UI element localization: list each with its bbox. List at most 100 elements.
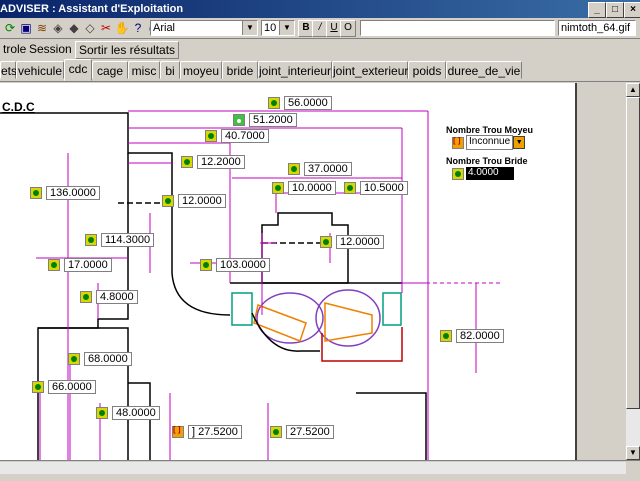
close-button[interactable]: × xyxy=(624,2,640,18)
scroll-up-button[interactable]: ▲ xyxy=(626,83,640,97)
dimension-value[interactable]: 12.2000 xyxy=(197,155,245,169)
dimension-value[interactable]: 17.0000 xyxy=(64,258,112,272)
chevron-down-icon[interactable]: ▼ xyxy=(242,21,257,35)
dimension-value[interactable]: 114.3000 xyxy=(101,233,155,247)
tab-duree-de-vie[interactable]: duree_de_vie xyxy=(446,61,522,79)
text-input[interactable] xyxy=(360,20,555,36)
tab-bi[interactable]: bi xyxy=(160,61,180,79)
stack-icon[interactable]: ≋ xyxy=(36,21,48,35)
tab-vehicule[interactable]: vehicule xyxy=(16,61,64,79)
layers-icon[interactable]: ◈ xyxy=(53,21,63,35)
check-icon xyxy=(181,156,193,168)
menu-bar: trole Session Sortir les résultats xyxy=(0,39,640,59)
scroll-thumb[interactable] xyxy=(626,97,640,409)
dimension-value[interactable]: 51.2000 xyxy=(249,113,297,127)
dimension-value[interactable]: ] 27.5200 xyxy=(188,425,242,439)
dimension-40[interactable]: 40.7000 xyxy=(205,129,269,143)
diamond-icon[interactable]: ◇ xyxy=(85,21,95,35)
check-icon xyxy=(270,426,282,438)
dimension-37[interactable]: 37.0000 xyxy=(288,162,352,176)
lock-icon xyxy=(233,114,245,126)
nombre-trou-moyeu-select[interactable]: Inconnue ▼ xyxy=(452,135,526,150)
dimension-value[interactable]: 40.7000 xyxy=(221,129,269,143)
dimension-value[interactable]: 27.5200 xyxy=(286,425,334,439)
dimension-value[interactable]: 68.0000 xyxy=(84,352,132,366)
dimension-27-b[interactable]: 27.5200 xyxy=(270,425,334,439)
font-name-select[interactable]: Arial ▼ xyxy=(150,20,258,36)
tab-joint-interieur[interactable]: joint_interieur xyxy=(258,61,332,79)
tab-cage[interactable]: cage xyxy=(92,61,128,79)
dimension-12-b[interactable]: 12.0000 xyxy=(320,235,384,249)
dimension-136[interactable]: 136.0000 xyxy=(30,186,100,200)
dimension-10-5[interactable]: 10.5000 xyxy=(344,181,408,195)
dimension-value[interactable]: 10.0000 xyxy=(288,181,336,195)
dimension-17[interactable]: 17.0000 xyxy=(48,258,112,272)
dimension-12-a[interactable]: 12.0000 xyxy=(162,194,226,208)
dimension-value[interactable]: 4.8000 xyxy=(96,290,138,304)
dimension-value[interactable]: 12.0000 xyxy=(178,194,226,208)
tab-cdc[interactable]: cdc xyxy=(64,59,92,81)
minimize-button[interactable]: _ xyxy=(588,2,606,18)
tab-ets[interactable]: ets xyxy=(0,61,17,79)
maximize-button[interactable]: □ xyxy=(606,2,624,18)
chevron-down-icon[interactable]: ▼ xyxy=(279,21,294,35)
nombre-trou-bride-field[interactable]: 4.0000 xyxy=(452,167,514,180)
dimension-68[interactable]: 68.0000 xyxy=(68,352,132,366)
dimension-4-8[interactable]: 4.8000 xyxy=(80,290,138,304)
dimension-114[interactable]: 114.3000 xyxy=(85,233,155,247)
plane-icon[interactable]: ◆ xyxy=(69,21,79,35)
tools-icon[interactable]: ✂ xyxy=(100,21,112,35)
dimension-66[interactable]: 66.0000 xyxy=(32,380,96,394)
save-icon[interactable]: ▣ xyxy=(20,21,32,35)
tab-bride[interactable]: bride xyxy=(222,61,258,79)
menu-item-sortir[interactable]: Sortir les résultats xyxy=(75,41,180,59)
dimension-value[interactable]: 136.0000 xyxy=(46,186,100,200)
toolbar: ⟳ ▣ ≋ ◈ ◆ ◇ ✂ ✋ ? ◍ Arial ▼ 10 ▼ B / U O… xyxy=(0,18,640,39)
check-icon xyxy=(205,130,217,142)
horizontal-scrollbar[interactable] xyxy=(0,462,626,474)
font-size-select[interactable]: 10 ▼ xyxy=(261,20,295,36)
nombre-trou-bride-label: Nombre Trou Bride xyxy=(446,156,528,166)
hand-icon[interactable]: ✋ xyxy=(114,21,130,35)
check-icon xyxy=(200,259,212,271)
refresh-icon[interactable]: ⟳ xyxy=(4,21,16,35)
tab-joint-exterieur[interactable]: joint_exterieur xyxy=(332,61,408,79)
dimension-103[interactable]: 103.0000 xyxy=(200,258,270,272)
dimension-82[interactable]: 82.0000 xyxy=(440,329,504,343)
dimension-value[interactable]: 10.5000 xyxy=(360,181,408,195)
menu-item-controle[interactable]: trole xyxy=(3,42,27,56)
dimension-value[interactable]: 66.0000 xyxy=(48,380,96,394)
check-icon xyxy=(85,234,97,246)
scroll-down-button[interactable]: ▼ xyxy=(626,446,640,460)
help-icon[interactable]: ? xyxy=(134,21,142,35)
dimension-value[interactable]: 103.0000 xyxy=(216,258,270,272)
tab-poids[interactable]: poids xyxy=(408,61,446,79)
nombre-trou-moyeu-value[interactable]: Inconnue xyxy=(466,135,514,150)
strike-button[interactable]: O xyxy=(340,20,356,37)
dimension-value[interactable]: 82.0000 xyxy=(456,329,504,343)
dimension-51[interactable]: 51.2000 xyxy=(233,113,297,127)
dimension-12-2[interactable]: 12.2000 xyxy=(181,155,245,169)
dimension-48[interactable]: 48.0000 xyxy=(96,406,160,420)
flange-path xyxy=(356,392,427,460)
check-icon xyxy=(268,97,280,109)
tab-misc[interactable]: misc xyxy=(128,61,160,79)
vertical-scrollbar[interactable]: ▲ ▼ xyxy=(626,83,640,460)
chevron-down-icon[interactable]: ▼ xyxy=(513,136,526,149)
seal-right xyxy=(382,292,402,326)
status-bar xyxy=(0,460,640,481)
dimension-27-a[interactable]: ] 27.5200 xyxy=(172,425,242,439)
nombre-trou-bride-value[interactable]: 4.0000 xyxy=(466,167,514,180)
image-file-field[interactable]: nimtoth_64.gif xyxy=(558,20,636,36)
italic-button[interactable]: / xyxy=(312,20,328,37)
dimension-10[interactable]: 10.0000 xyxy=(272,181,336,195)
menu-item-session[interactable]: Session xyxy=(29,42,72,56)
dimension-value[interactable]: 56.0000 xyxy=(284,96,332,110)
dimension-value[interactable]: 37.0000 xyxy=(304,162,352,176)
dimension-56[interactable]: 56.0000 xyxy=(268,96,332,110)
dimension-value[interactable]: 48.0000 xyxy=(112,406,160,420)
check-icon xyxy=(320,236,332,248)
cage-left xyxy=(253,303,307,342)
dimension-value[interactable]: 12.0000 xyxy=(336,235,384,249)
tab-moyeu[interactable]: moyeu xyxy=(180,61,222,79)
